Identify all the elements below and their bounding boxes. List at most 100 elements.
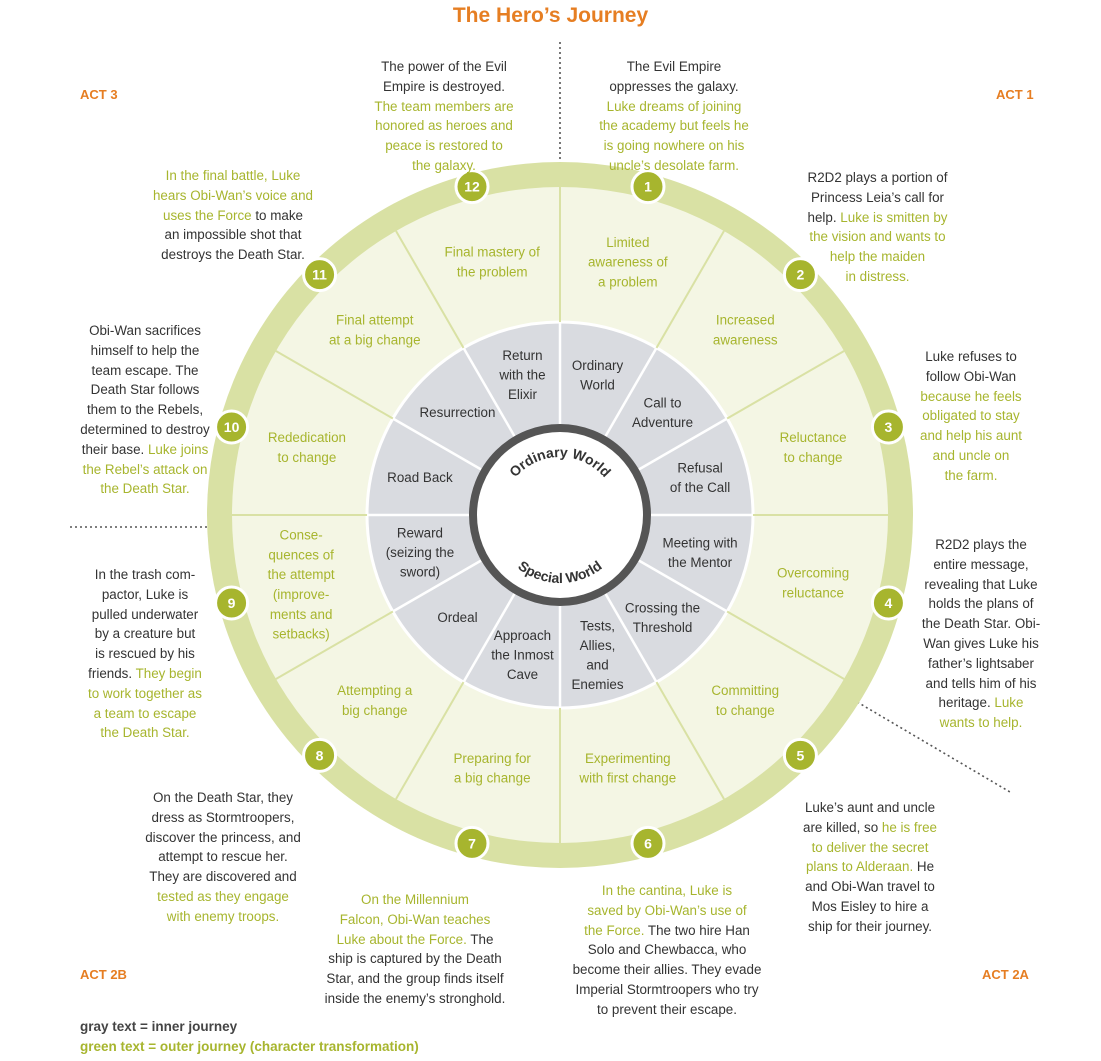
inner-journey-text: Luke’s aunt and uncle [804, 800, 936, 815]
story-line: ship for their journey. [770, 917, 970, 937]
inner-journey-text: The Evil Empire [626, 59, 722, 74]
stage-number: 6 [644, 835, 652, 851]
outer-divider [726, 610, 845, 680]
inner-journey-text: and tells him of his [925, 675, 1037, 691]
story-line: the galaxy. [334, 156, 554, 176]
outer-journey-text: On the Millennium [361, 892, 469, 907]
story-line: revealing that Luke [886, 575, 1076, 595]
story-line: their base. Luke joins [50, 440, 240, 460]
outer-journey-text: saved by Obi-Wan’s use of [587, 902, 747, 918]
inner-journey-text: their base. [81, 441, 148, 457]
inner-journey-text: himself to help the [90, 342, 200, 358]
story-line: is going nowhere on his [574, 136, 774, 156]
legend-inner: gray text = inner journey [80, 1019, 238, 1034]
outer-divider [275, 610, 394, 680]
story-line: ship is captured by the Death [300, 949, 530, 969]
inner-journey-text: to prevent their escape. [597, 1001, 737, 1017]
stage-number: 3 [885, 419, 893, 435]
story-line: father’s lightsaber [886, 654, 1076, 674]
inner-journey-text: Empire is destroyed. [382, 78, 506, 94]
stage-number: 7 [468, 835, 476, 851]
outer-divider [655, 681, 725, 800]
outer-divider [655, 230, 725, 349]
act-1-label: ACT 1 [996, 87, 1034, 102]
inner-journey-text: heritage. [938, 695, 995, 711]
inner-journey-text: They are discovered and [149, 869, 297, 885]
inner-journey-text: Princess Leia’s call for [811, 189, 944, 205]
story-line: uses the Force to make [118, 206, 348, 226]
story-line: Mos Eisley to hire a [770, 897, 970, 917]
inner-journey-text: an impossible shot that [164, 227, 302, 243]
inner-journey-text: On the Death Star, they [153, 790, 293, 805]
inner-divider [392, 559, 482, 613]
stage-number-badge [302, 737, 338, 773]
inner-journey-text: the Death Star. Obi- [921, 616, 1041, 632]
inner-journey-text: entire message, [933, 556, 1029, 572]
inner-journey-text: father’s lightsaber [928, 655, 1034, 671]
inner-journey-text: pulled underwater [91, 606, 199, 622]
story-line: tested as they engage [118, 887, 328, 907]
story-line: The power of the Evil [334, 57, 554, 77]
stage-number-badge [870, 585, 906, 621]
story-line: The Evil Empire [574, 57, 774, 77]
inner-journey-text: Mos Eisley to hire a [811, 898, 929, 914]
inner-journey-text: dress as Stormtroopers, [151, 809, 295, 825]
story-line: Star, and the group finds itself [300, 969, 530, 989]
story-line: Imperial Stormtroopers who try [552, 980, 782, 1000]
inner-journey-text: Wan gives Luke his [923, 635, 1039, 651]
outer-journey-text: honored as heroes and [375, 118, 513, 134]
inner-journey-text: ship for their journey. [807, 918, 933, 934]
story-line: the Death Star. [50, 479, 240, 499]
inner-journey-text: determined to destroy [80, 421, 210, 437]
story-line: They are discovered and [118, 867, 328, 887]
outer-journey-text: In the cantina, Luke is [601, 883, 733, 898]
outer-journey-text: the Death Star. [100, 481, 190, 497]
stage-number-badge [454, 825, 490, 861]
stage-number-badge [454, 169, 490, 205]
inner-journey-text: In the trash com- [94, 567, 196, 582]
story-line: and help his aunt [886, 426, 1056, 446]
stage-number-badge [214, 585, 250, 621]
outer-journey-text: the academy but feels he [599, 118, 749, 134]
story-line: plans to Alderaan. He [770, 857, 970, 877]
story-line: an impossible shot that [118, 225, 348, 245]
story-line: the Rebel’s attack on [50, 460, 240, 480]
story-line: Falcon, Obi-Wan teaches [300, 910, 530, 930]
story-line: R2D2 plays the [886, 535, 1076, 555]
legend: gray text = inner journey green text = o… [80, 1017, 419, 1057]
outer-journey-text: plans to Alderaan. [805, 859, 914, 875]
inner-journey-text: The [466, 931, 494, 947]
stage-number-badge [302, 257, 338, 293]
outer-journey-text: to deliver the secret [811, 839, 929, 855]
story-line: a team to escape [50, 704, 240, 724]
outer-journey-text: the Rebel’s attack on [82, 461, 208, 477]
story-line: inside the enemy’s stronghold. [300, 989, 530, 1009]
story-line: Obi-Wan sacrifices [50, 321, 240, 341]
inner-journey-text: is rescued by his [95, 646, 195, 662]
inner-stage-label: Resurrection [420, 405, 496, 420]
story-block-6: In the cantina, Luke is saved by Obi-Wan’… [552, 881, 782, 1020]
story-line: Empire is destroyed. [334, 77, 554, 97]
story-line: Luke about the Force. The [300, 930, 530, 950]
story-line: oppresses the galaxy. [574, 77, 774, 97]
outer-journey-text: Luke is smitten by [840, 209, 948, 225]
story-line: wants to help. [886, 713, 1076, 733]
story-line: because he feels [886, 387, 1056, 407]
outer-journey-text: he is free [881, 819, 937, 835]
story-line: and Obi-Wan travel to [770, 877, 970, 897]
